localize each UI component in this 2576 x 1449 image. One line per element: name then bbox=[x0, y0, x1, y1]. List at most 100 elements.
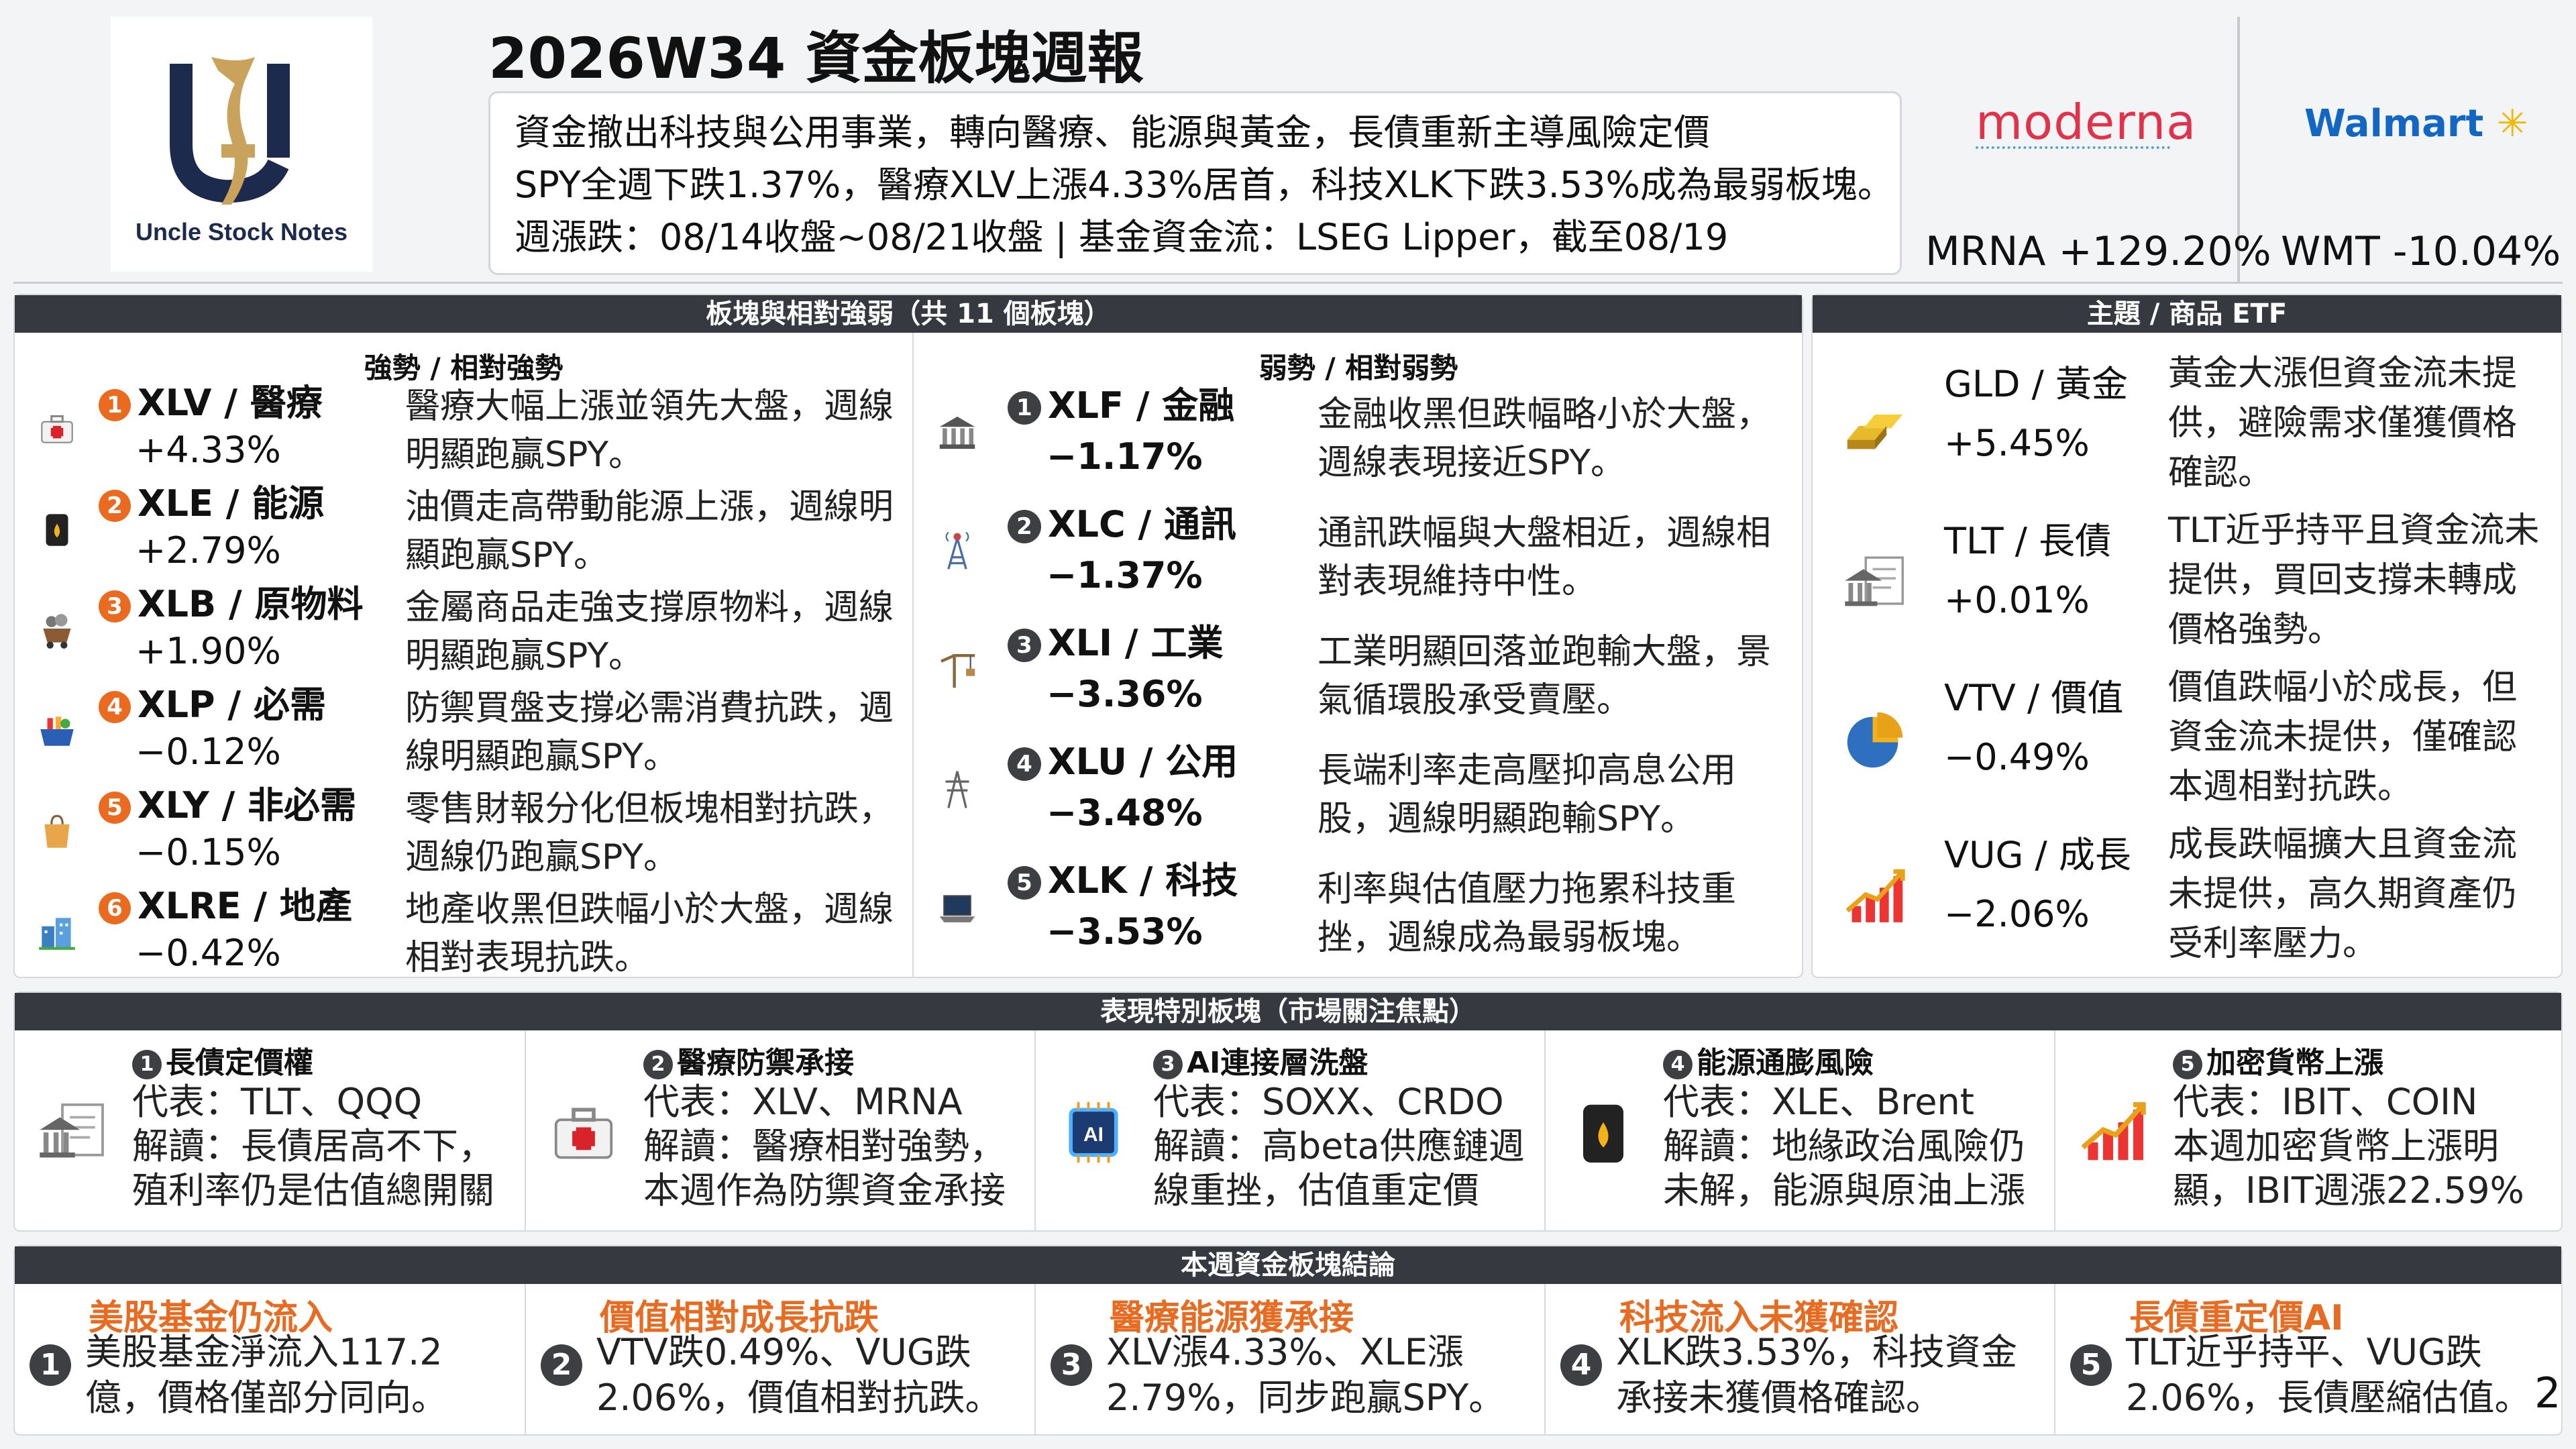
rank-badge: 3 bbox=[1008, 629, 1041, 663]
focus-badge: 5 bbox=[2173, 1050, 2202, 1079]
pie-chart-icon bbox=[1838, 703, 1912, 780]
crane-icon bbox=[934, 647, 981, 696]
rank-badge: 1 bbox=[1008, 391, 1041, 425]
bond-certificate-icon bbox=[1838, 546, 1912, 623]
focus-bar-title: 表現特別板塊（市場關注焦點） bbox=[15, 993, 2561, 1030]
bank-icon bbox=[934, 409, 981, 459]
power-tower-icon bbox=[934, 765, 981, 815]
mover-divider bbox=[2237, 17, 2240, 282]
focus-line: 線重挫，估值重定價 bbox=[1153, 1169, 1479, 1212]
gold-bars-icon bbox=[1838, 389, 1912, 466]
laptop-icon bbox=[934, 884, 981, 934]
focus-line: 殖利率仍是估值總開關 bbox=[132, 1169, 494, 1212]
summary-line: SPY全週下跌1.37%，醫療XLV上漲4.33%居首，科技XLK下跌3.53%… bbox=[515, 164, 1894, 206]
ticker-label: XLI / 工業 bbox=[1048, 622, 1224, 664]
rank-badge: 4 bbox=[1008, 747, 1041, 782]
conclusion-badge: 3 bbox=[1051, 1344, 1092, 1386]
conclusion-title: 價值相對成長抗跌 bbox=[600, 1298, 879, 1338]
theme-description: 價值跌幅小於成長，但資金流未提供，僅確認本週相對抗跌。 bbox=[2168, 667, 2518, 807]
rank-badge: 2 bbox=[99, 490, 131, 523]
focus-line: 代表：IBIT、COIN bbox=[2173, 1081, 2478, 1123]
shopping-bag-icon bbox=[35, 809, 79, 856]
sector-description: 地產收黑但跌幅小於大盤，週線相對表現抗跌。 bbox=[405, 890, 894, 978]
header-divider bbox=[13, 282, 2563, 284]
focus-title-text: 加密貨幣上漲 bbox=[2206, 1046, 2383, 1080]
conclusion-title: 科技流入未獲確認 bbox=[1619, 1298, 1899, 1338]
focus-badge: 4 bbox=[1663, 1050, 1693, 1079]
focus-line: 代表：XLE、Brent bbox=[1663, 1081, 1974, 1123]
conclusion-badge: 1 bbox=[30, 1344, 71, 1386]
focus-badge: 3 bbox=[1153, 1050, 1183, 1079]
medical-kit-icon bbox=[543, 1092, 624, 1175]
ticker-label: XLB / 原物料 bbox=[138, 583, 364, 625]
focus-line: 代表：TLT、QQQ bbox=[132, 1081, 423, 1123]
growth-chart-icon bbox=[1838, 860, 1912, 936]
rank-badge: 2 bbox=[1008, 510, 1041, 544]
summary-box: 資金撤出科技與公用事業，轉向醫療、能源與黃金，長債重新主導風險定價 SPY全週下… bbox=[488, 91, 1902, 275]
conclusion-bar-title: 本週資金板塊結論 bbox=[15, 1246, 2561, 1284]
sector-change: −1.17% bbox=[1046, 435, 1203, 478]
strong-column-head: 強勢 / 相對強勢 bbox=[364, 352, 564, 384]
conclusion-line: 2.06%，長債壓縮估值。 bbox=[2126, 1377, 2531, 1419]
focus-line: 代表：SOXX、CRDO bbox=[1153, 1081, 1504, 1123]
moderna-logo: moderna bbox=[1976, 94, 2197, 150]
page-title: 2026W34 資金板塊週報 bbox=[488, 25, 1144, 91]
conclusion-title: 美股基金仍流入 bbox=[89, 1298, 333, 1338]
focus-line: 未解，能源與原油上漲 bbox=[1663, 1169, 2025, 1212]
weak-column-head: 弱勢 / 相對弱勢 bbox=[1258, 352, 1458, 384]
sector-change: −3.36% bbox=[1046, 673, 1203, 715]
ticker-label: XLRE / 地產 bbox=[138, 885, 352, 927]
moderna-logo-underline bbox=[1976, 146, 2170, 149]
theme-change: −0.49% bbox=[1944, 736, 2090, 778]
ticker-label: XLE / 能源 bbox=[138, 482, 325, 525]
summary-line: 週漲跌：08/14收盤~08/21收盤 | 基金資金流：LSEG Lipper，… bbox=[515, 216, 1729, 258]
mover-mrna: MRNA +129.20% bbox=[1925, 228, 2271, 275]
ticker-label: XLC / 通訊 bbox=[1048, 503, 1236, 545]
conclusion-line: 美股基金淨流入117.2 bbox=[85, 1331, 443, 1373]
ticker-label: XLU / 公用 bbox=[1048, 741, 1238, 783]
theme-ticker: VUG / 成長 bbox=[1944, 834, 2131, 876]
oil-barrel-icon bbox=[1563, 1092, 1644, 1175]
sector-change: −0.42% bbox=[136, 932, 281, 974]
sector-description: 金融收黑但跌幅略小於大盤，週線表現接近SPY。 bbox=[1318, 394, 1772, 483]
conclusion-line: TLT近乎持平、VUG跌 bbox=[2126, 1331, 2482, 1373]
conclusion-line: VTV跌0.49%、VUG跌 bbox=[596, 1331, 971, 1373]
theme-row: VTV / 價值−0.49%價值跌幅小於成長，但資金流未提供，僅確認本週相對抗跌… bbox=[1813, 663, 2561, 820]
focus-line: 解讀：長債居高不下， bbox=[132, 1125, 494, 1167]
theme-change: +0.01% bbox=[1944, 579, 2090, 621]
focus-line: 顯，IBIT週漲22.59% bbox=[2173, 1169, 2524, 1212]
theme-row: GLD / 黃金+5.45%黃金大漲但資金流未提供，避險需求僅獲價格確認。 bbox=[1813, 349, 2561, 506]
rank-badge: 1 bbox=[99, 389, 131, 422]
rank-badge: 5 bbox=[1008, 866, 1041, 900]
walmart-spark-icon: ✳ bbox=[2496, 102, 2528, 146]
brand-logo-mark bbox=[170, 57, 290, 205]
medical-kit-icon bbox=[35, 407, 79, 453]
sector-description: 長端利率走高壓抑高息公用股，週線明顯跑輸SPY。 bbox=[1318, 751, 1737, 839]
theme-description: TLT近乎持平且資金流未提供，買回支撐未轉成價格強勢。 bbox=[2168, 511, 2540, 650]
page-number: 2 bbox=[2534, 1368, 2561, 1417]
ticker-label: XLP / 必需 bbox=[138, 684, 326, 726]
sector-change: −3.48% bbox=[1046, 792, 1203, 834]
mine-cart-icon bbox=[35, 608, 79, 655]
sector-description: 金屬商品走強支撐原物料，週線明顯跑贏SPY。 bbox=[405, 588, 894, 676]
